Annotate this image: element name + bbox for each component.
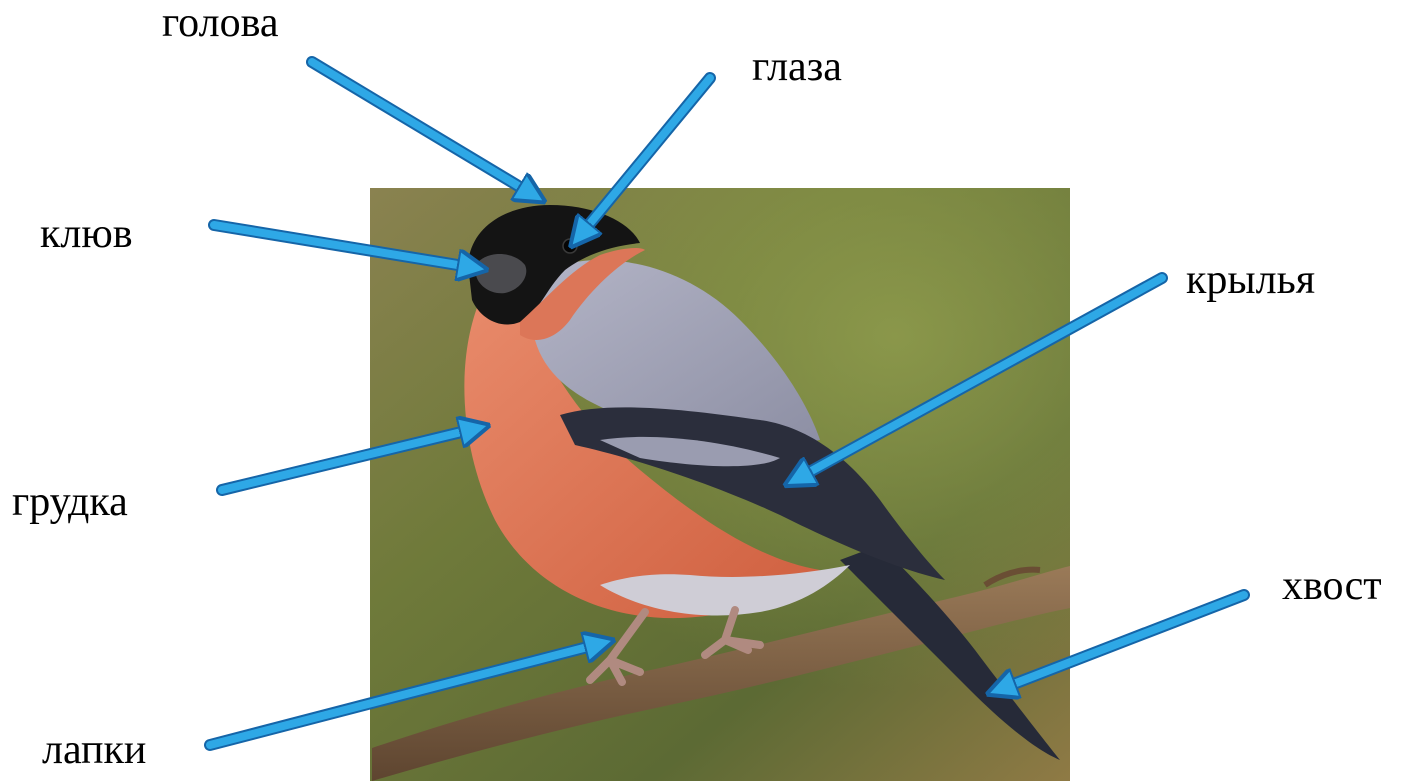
bird-breast xyxy=(464,300,820,619)
arrow-head-pointer-fill xyxy=(308,58,535,196)
arrow-chest-pointer-fill xyxy=(218,428,478,494)
pointer-arrows xyxy=(204,56,1250,751)
bird-leg-right xyxy=(701,606,764,659)
bird-belly xyxy=(600,565,850,616)
bird-leg-left xyxy=(586,608,649,686)
label-legs: лапки xyxy=(42,727,147,773)
label-head: голова xyxy=(162,0,279,46)
bird-tail xyxy=(840,545,1060,760)
label-beak: клюв xyxy=(40,211,133,257)
label-wings: крылья xyxy=(1186,257,1316,303)
bird-photo xyxy=(370,188,1070,781)
bird-cheek xyxy=(520,247,645,340)
arrow-legs-pointer-fill xyxy=(206,643,603,749)
arrow-beak-pointer-fill xyxy=(210,221,476,268)
branch-twig xyxy=(983,566,1041,588)
branch xyxy=(372,566,1070,781)
label-tail: хвост xyxy=(1282,563,1382,609)
arrow-tail-pointer-fill xyxy=(998,591,1248,690)
arrow-eyes-pointer-fill xyxy=(578,74,714,238)
bird-wing-bar xyxy=(600,436,780,467)
arrow-wings-pointer-fill xyxy=(795,274,1166,480)
label-chest: грудка xyxy=(12,479,128,525)
bird-back xyxy=(532,260,820,444)
label-eyes: глаза xyxy=(752,44,842,90)
